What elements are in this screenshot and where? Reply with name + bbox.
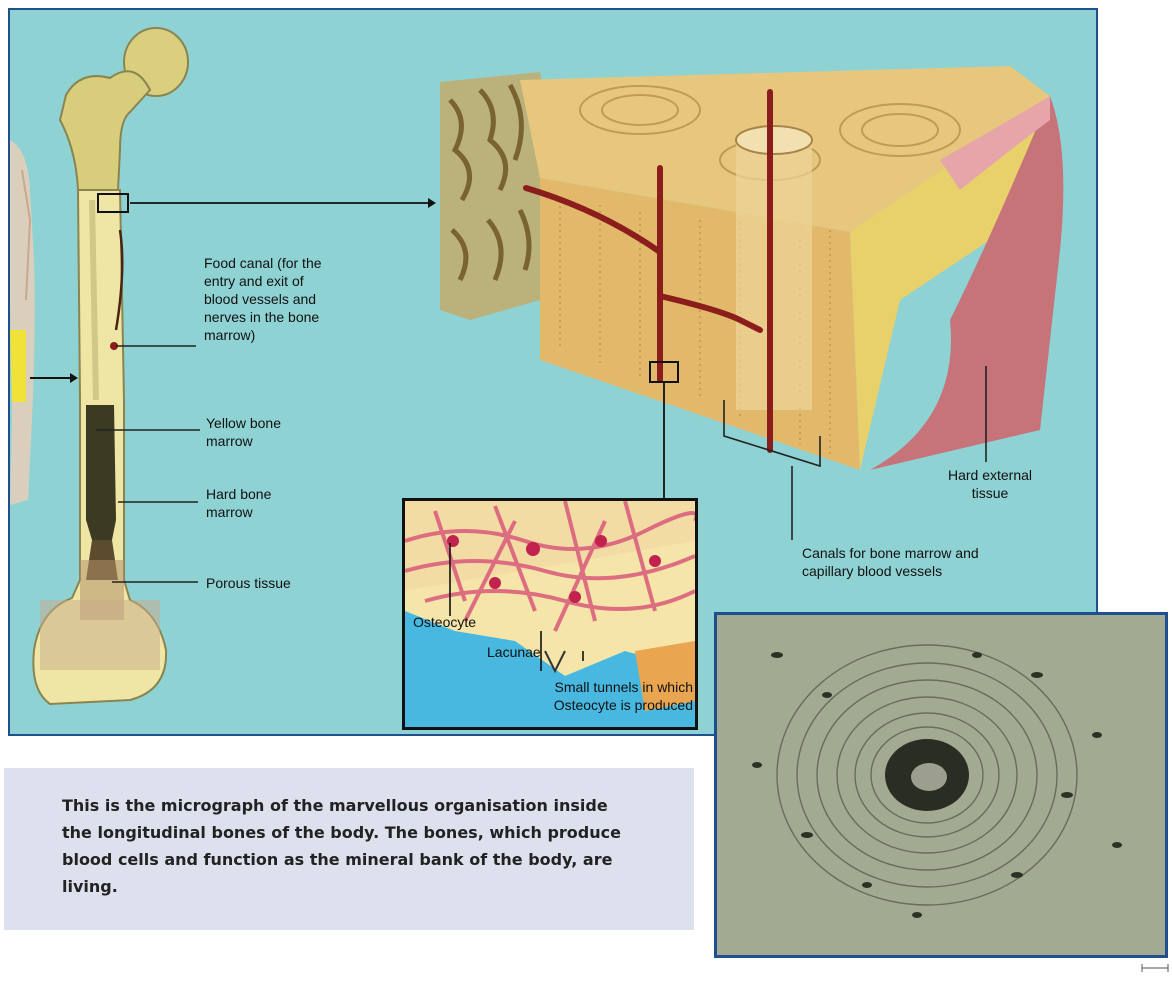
scale-bar-icon [1140,962,1170,982]
label-canals: Canals for bone marrow and capillary blo… [802,544,979,580]
femur-bone-icon [33,28,188,704]
caption-box: This is the micrograph of the marvellous… [4,768,694,930]
label-hard-bone-marrow: Hard bone marrow [206,485,271,521]
label-hard-external-tissue: Hard external tissue [935,466,1045,502]
label-small-tunnels: Small tunnels in which Osteocyte is prod… [505,678,693,714]
caption-text: This is the micrograph of the marvellous… [62,792,634,900]
bone-micrograph [714,612,1168,958]
label-porous-tissue: Porous tissue [206,574,291,592]
micrograph-drawing [717,615,1165,955]
label-food-canal: Food canal (for the entry and exit of bl… [204,254,322,344]
label-lacunae: Lacunae [487,643,541,661]
label-osteocyte: Osteocyte [413,613,476,631]
label-yellow-bone-marrow: Yellow bone marrow [206,414,281,450]
human-figure-icon [10,140,35,505]
osteocyte-inset: Osteocyte Lacunae Small tunnels in which… [402,498,698,730]
